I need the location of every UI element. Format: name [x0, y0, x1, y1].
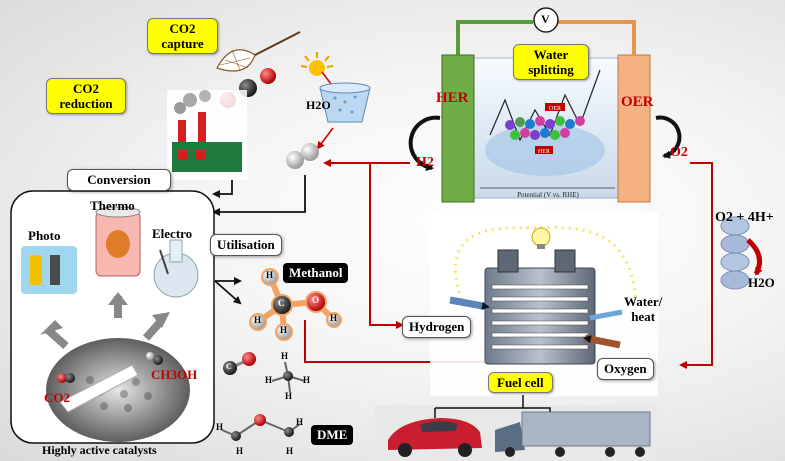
dme-label: DME	[311, 425, 354, 445]
conversion-label: Conversion	[67, 169, 171, 191]
atom-c-1: C	[278, 298, 285, 308]
sun-icon	[300, 52, 335, 89]
o2-reaction-label: O2 + 4H+	[715, 210, 774, 225]
atom-h-11: H	[296, 417, 304, 427]
h2o-product-label: H2O	[748, 275, 775, 290]
factory-illustration	[167, 90, 247, 180]
hydrogen-label: Hydrogen	[402, 316, 472, 338]
vehicles-illustration	[375, 395, 657, 461]
atom-h-3: H	[280, 325, 288, 335]
atom-c-2: C	[226, 362, 232, 371]
co-molecule-icon	[223, 352, 256, 375]
co2-capture-line1: CO2	[169, 21, 196, 36]
her-label: HER	[436, 90, 469, 106]
water-tank-illustration	[319, 82, 371, 123]
water-splitting-line2: splitting	[528, 62, 574, 77]
hydrogen-molecule-icon	[286, 143, 319, 169]
voltmeter-label: V	[541, 12, 550, 26]
methanol-label: Methanol	[283, 263, 349, 283]
water-splitting-line1: Water	[533, 47, 569, 62]
plot-her-tag: HER	[538, 149, 550, 155]
co2-capture-line2: capture	[161, 36, 204, 51]
water-splitting-label: Water splitting	[513, 44, 589, 80]
electro-label: Electro	[152, 226, 193, 241]
co2-reduction-line2: reduction	[59, 96, 113, 111]
catalyst-ch3oh-label: CH3OH	[151, 367, 198, 382]
atom-h-4: H	[330, 313, 338, 323]
voltmeter-symbol	[533, 7, 559, 33]
highly-active-catalysts-label: Highly active catalysts	[42, 443, 157, 457]
atom-h-7: H	[303, 375, 311, 385]
dme-molecule-icon	[221, 414, 301, 441]
water-heat-line1: Water/	[624, 294, 663, 309]
atom-h-10: H	[236, 446, 244, 456]
electrolyser-illustration: OER HER Potential (V vs. RHE)	[408, 7, 682, 203]
co2-reduction-line1: CO2	[73, 81, 99, 96]
h2-label: H2	[416, 155, 434, 170]
fuel-cell-label: Fuel cell	[488, 372, 553, 393]
atom-h-2: H	[254, 315, 262, 325]
oxygen-label: Oxygen	[597, 358, 654, 380]
potential-axis-label: Potential (V vs. RHE)	[517, 191, 579, 199]
atom-h-1: H	[266, 270, 274, 280]
atom-h-9: H	[216, 422, 224, 432]
water-heat-label: Water/ heat	[624, 294, 662, 324]
oer-label: OER	[621, 94, 654, 110]
o2-label: O2	[670, 145, 688, 160]
plot-her-tag-box	[535, 146, 553, 154]
atom-h-8: H	[285, 391, 293, 401]
atom-o-1: O	[312, 295, 320, 305]
atom-h-6: H	[265, 375, 273, 385]
h2o-label: H2O	[306, 98, 331, 112]
co2-capture-label: CO2 capture	[147, 18, 218, 54]
methanol-molecule-illustration	[249, 268, 342, 341]
atom-h-12: H	[286, 446, 294, 456]
atom-h-5: H	[281, 351, 289, 361]
co2-reduction-label: CO2 reduction	[46, 78, 126, 114]
thermo-label: Thermo	[90, 198, 135, 213]
methane-molecule-icon	[271, 361, 306, 393]
plot-oer-tag: OER	[549, 106, 561, 112]
oxygen-reduction-illustration	[720, 216, 763, 290]
plot-oer-tag-box	[545, 103, 565, 111]
photo-label: Photo	[28, 228, 61, 243]
water-heat-line2: heat	[631, 309, 656, 324]
co2-capture-illustration	[216, 31, 301, 72]
catalyst-panel	[10, 190, 215, 444]
catalyst-co2-label: CO2	[44, 390, 70, 405]
utilisation-label: Utilisation	[210, 234, 282, 256]
